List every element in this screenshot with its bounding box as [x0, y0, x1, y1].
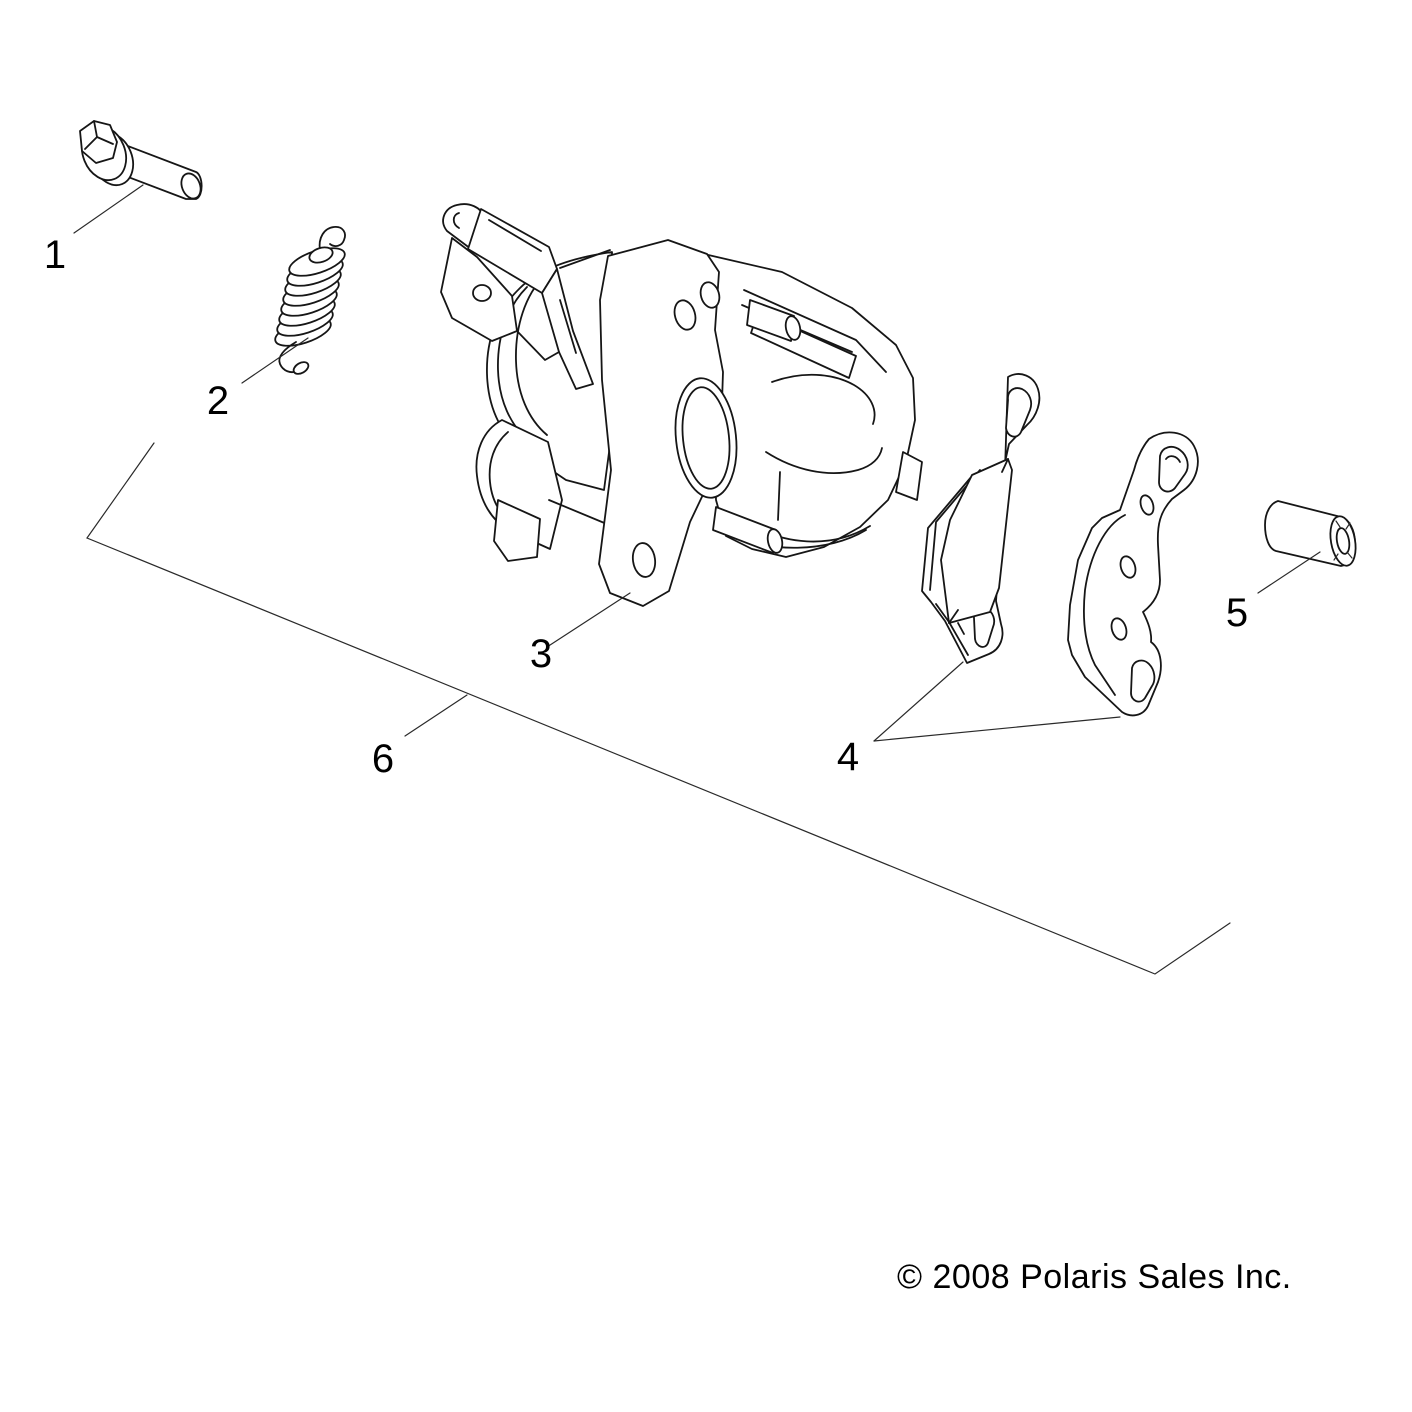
part-labels: 1 2 3 4 5 6 [44, 233, 1248, 781]
bolt-illustration [79, 120, 203, 200]
leader-line-6 [404, 694, 468, 737]
pin-illustration [1264, 500, 1357, 567]
part-label-3: 3 [530, 632, 552, 676]
part-label-1: 1 [44, 233, 66, 277]
leader-line-4a [873, 661, 964, 742]
assembly-axis-line [86, 442, 1231, 975]
part-label-2: 2 [207, 379, 229, 423]
leader-line-2 [241, 337, 309, 384]
copyright-text: © 2008 Polaris Sales Inc. [897, 1258, 1292, 1296]
part-label-5: 5 [1226, 591, 1248, 635]
leader-line-3 [546, 592, 631, 648]
brake-pad-right-illustration [1067, 431, 1199, 717]
brake-pad-left-illustration [921, 373, 1041, 664]
spring-illustration [274, 226, 346, 375]
leader-line-5 [1257, 551, 1321, 594]
part-label-4: 4 [837, 735, 859, 779]
leader-line-1 [73, 184, 144, 234]
caliper-illustration [440, 203, 923, 607]
leader-lines [73, 184, 1321, 742]
leader-line-4b [873, 716, 1121, 742]
part-label-6: 6 [372, 737, 394, 781]
